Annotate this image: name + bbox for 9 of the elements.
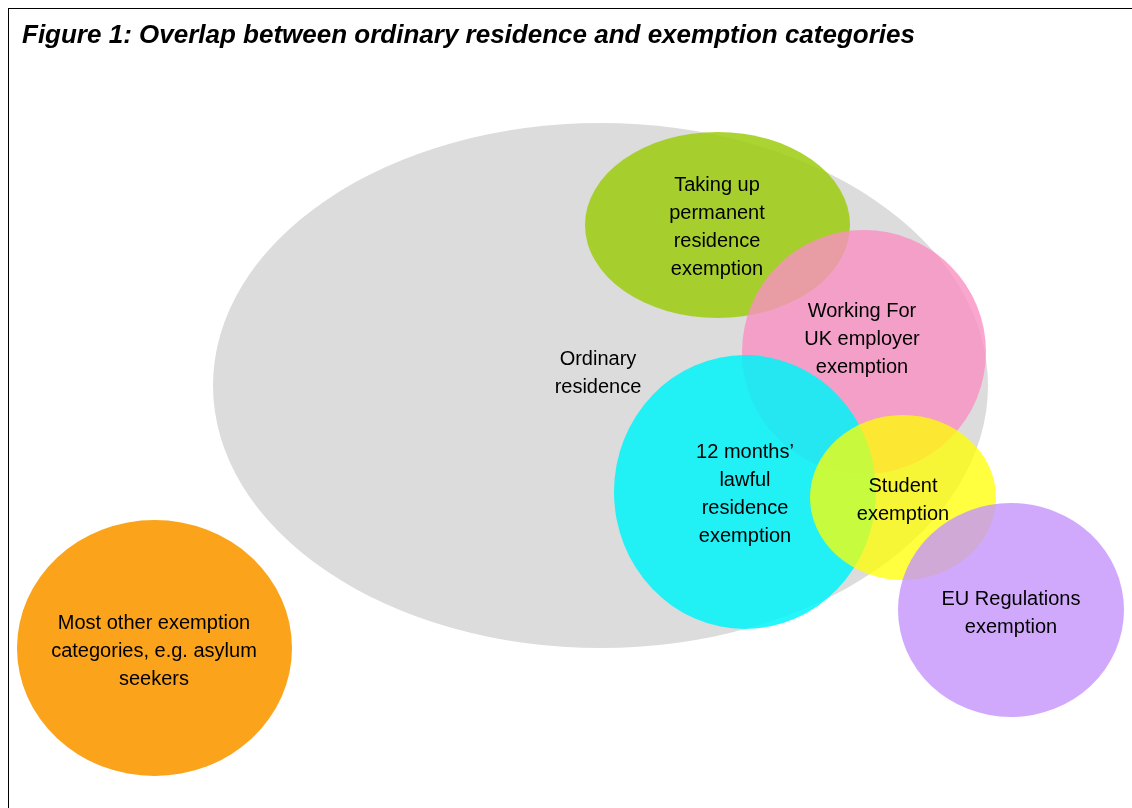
- figure-title: Figure 1: Overlap between ordinary residence and exemption categories: [22, 19, 915, 50]
- ellipse-label: EU Regulations exemption: [940, 586, 1082, 639]
- ellipse-label: Student exemption: [855, 473, 951, 526]
- ellipse-label: Most other exemption categories, e.g. asylum seekers: [50, 610, 258, 691]
- venn-ellipse: [17, 520, 292, 776]
- ellipse-label: Taking up permanent residence exemption: [668, 172, 766, 281]
- ellipse-label: Ordinary residence: [553, 346, 643, 399]
- ellipse-label: Working For UK employer exemption: [803, 298, 921, 379]
- ellipse-label: 12 months’ lawful residence exemption: [695, 439, 795, 548]
